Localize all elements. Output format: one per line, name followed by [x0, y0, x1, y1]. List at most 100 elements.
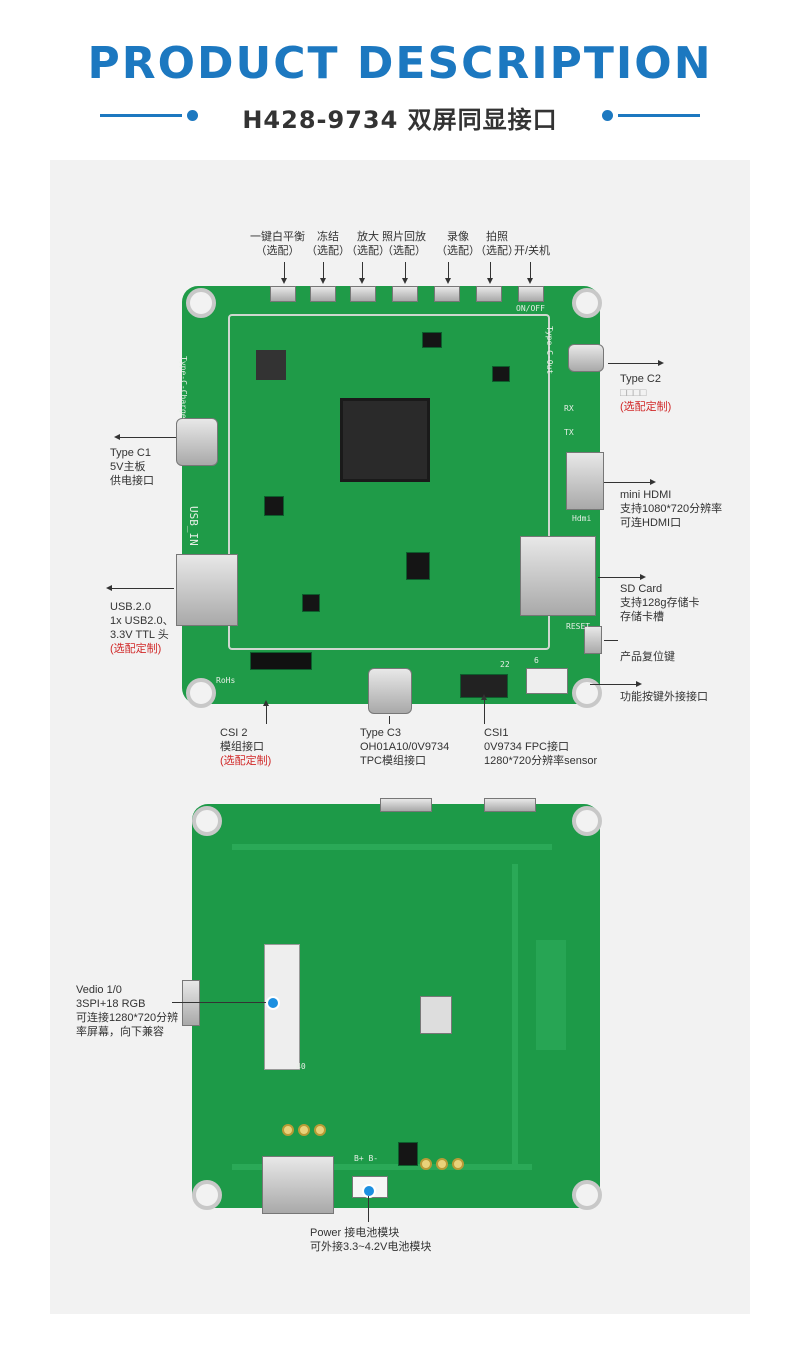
- callout-power: Power 接电池模块 可外接3.3~4.2V电池模块: [310, 1227, 432, 1253]
- title-dot-right: [602, 110, 613, 121]
- trace: [536, 940, 566, 1050]
- silk-pin-40: 40: [296, 1062, 306, 1071]
- tact-button: [310, 286, 336, 302]
- center-pad: [420, 996, 452, 1034]
- silk-hdmi: Hdmi: [572, 514, 592, 523]
- type-c3-port: [368, 668, 412, 714]
- chip: [264, 496, 284, 516]
- arrow-head: [402, 278, 408, 284]
- solder-pad: [314, 1124, 326, 1136]
- reset-button: [584, 626, 602, 654]
- callout-line: [484, 700, 485, 724]
- arrow-line: [284, 262, 285, 280]
- tact-button: [350, 286, 376, 302]
- mount-hole: [572, 288, 602, 318]
- silk-tx: TX: [564, 428, 574, 437]
- callout-line: [368, 1196, 369, 1222]
- solder-pad: [436, 1158, 448, 1170]
- callout-function-key: 功能按键外接接口: [620, 691, 708, 703]
- silk-rx: RX: [564, 404, 574, 413]
- tact-button: [476, 286, 502, 302]
- trace: [512, 864, 518, 1164]
- connector: [380, 798, 432, 812]
- solder-pad: [282, 1124, 294, 1136]
- type-c2-port: [568, 344, 604, 372]
- button-label-photo: 拍照（选配）: [475, 231, 519, 257]
- callout-mini-hdmi: mini HDMI 支持1080*720分辨率 可连HDMI口: [620, 489, 723, 529]
- arrow-head: [487, 278, 493, 284]
- callout-line: [120, 437, 176, 438]
- arrow-head: [281, 278, 287, 284]
- callout-vedio: Vedio 1/0 3SPI+18 RGB 可连接1280*720分辨 率屏幕，…: [76, 984, 179, 1038]
- callout-line: [604, 482, 654, 483]
- tact-button: [434, 286, 460, 302]
- pcb-top-side: ON/OFF Type-C-Out RX TX Hdmi RESET Type-…: [176, 286, 604, 714]
- chip: [492, 366, 510, 382]
- callout-line: [172, 1002, 266, 1003]
- arrow-head: [320, 278, 326, 284]
- pcb-outline: [228, 314, 550, 650]
- tact-button: [270, 286, 296, 302]
- csi2-header: [250, 652, 312, 670]
- connector: [484, 798, 536, 812]
- arrow-head: [636, 681, 642, 687]
- arrow-line: [530, 262, 531, 280]
- callout-line: [266, 706, 267, 724]
- chip: [422, 332, 442, 348]
- callout-csi1: CSI1 0V9734 FPC接口 1280*720分辨率sensor: [484, 727, 598, 767]
- arrow-line: [448, 262, 449, 280]
- vedio-marker: [266, 996, 280, 1010]
- arrow-line: [490, 262, 491, 280]
- tact-button: [518, 286, 544, 302]
- mount-hole: [192, 806, 222, 836]
- mount-hole: [572, 1180, 602, 1210]
- solder-pad: [298, 1124, 310, 1136]
- arrow-head: [650, 479, 656, 485]
- button-label-white-balance: 一键白平衡（选配）: [250, 231, 305, 257]
- mount-hole: [186, 678, 216, 708]
- silk-type-c-out: Type-C-Out: [545, 326, 554, 375]
- button-label-freeze: 冻结（选配）: [306, 231, 350, 257]
- callout-type-c3: Type C3 OH01A10/0V9734 TPC模组接口: [360, 727, 450, 767]
- silk-type-c-charge: Type-C-Charge: [179, 356, 188, 419]
- arrow-line: [362, 262, 363, 280]
- arrow-line: [405, 262, 406, 280]
- callout-csi2: CSI 2 模组接口 (选配定制): [220, 727, 272, 767]
- title-rule-left: [100, 114, 182, 117]
- chip: [302, 594, 320, 612]
- chip: [256, 350, 286, 380]
- silk-batt: B+ B-: [354, 1154, 379, 1163]
- silk-reset: RESET: [566, 622, 591, 631]
- arrow-head: [359, 278, 365, 284]
- arrow-head: [445, 278, 451, 284]
- silk-usb-in: USB_IN: [187, 506, 200, 546]
- mini-hdmi-port: [566, 452, 604, 510]
- mount-hole: [572, 806, 602, 836]
- callout-type-c1: Type C1 5V主板 供电接口: [110, 447, 154, 487]
- callout-usb: USB.2.0 1x USB2.0、 3.3V TTL 头 (选配定制): [110, 601, 174, 655]
- chip: [398, 1142, 418, 1166]
- arrow-head: [114, 434, 120, 440]
- arrow-head: [106, 585, 112, 591]
- callout-line: [598, 577, 644, 578]
- arrow-line: [323, 262, 324, 280]
- mount-hole: [186, 288, 216, 318]
- button-label-record: 录像（选配）: [436, 231, 480, 257]
- arrow-head: [481, 694, 487, 700]
- button-label-zoom: 放大（选配）: [346, 231, 390, 257]
- side-connector: [182, 980, 200, 1026]
- callout-line: [604, 640, 618, 641]
- callout-type-c2: Type C2 □□□□ (选配定制): [620, 373, 672, 413]
- mount-hole: [192, 1180, 222, 1210]
- silk-pin-6: 6: [534, 656, 539, 665]
- main-soc-chip: [340, 398, 430, 482]
- usb-port-bottom: [262, 1156, 334, 1214]
- silk-on-off: ON/OFF: [516, 304, 545, 313]
- button-label-playback: 照片回放（选配）: [382, 231, 426, 257]
- title-dot-left: [187, 110, 198, 121]
- callout-line: [389, 716, 390, 724]
- callout-sd-card: SD Card 支持128g存储卡 存储卡槽: [620, 583, 700, 623]
- pcb-bottom-side: 40 B+ B-: [182, 798, 600, 1214]
- page-title: PRODUCT DESCRIPTION: [87, 38, 713, 89]
- page-subtitle: H428-9734 双屏同显接口: [242, 106, 558, 134]
